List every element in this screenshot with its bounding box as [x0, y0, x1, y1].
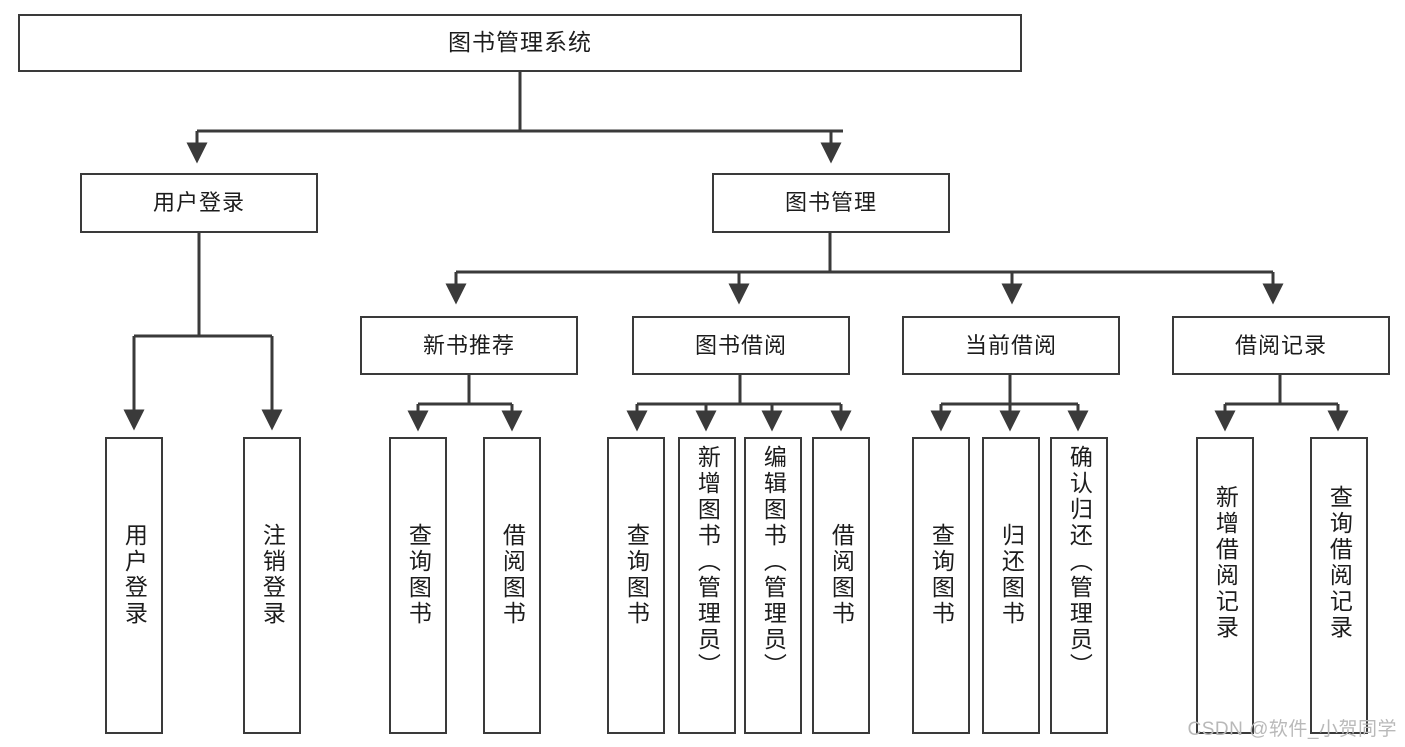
leaf-label: 归还图书 — [998, 523, 1025, 627]
leaf-label: 注销登录 — [259, 523, 286, 627]
leaf-label: 查询借阅记录 — [1326, 485, 1353, 641]
watermark-csdn: CSDN @软件_小贺同学 — [1187, 719, 1397, 740]
leaf-query-book-borrow[interactable]: 查询图书 — [607, 437, 665, 734]
node-book-borrow[interactable]: 图书借阅 — [632, 316, 850, 375]
node-label: 当前借阅 — [964, 332, 1057, 358]
leaf-add-borrow-record[interactable]: 新增借阅记录 — [1196, 437, 1254, 734]
leaf-label: 借阅图书 — [499, 523, 526, 627]
leaf-label: 编辑图书（管理员） — [760, 445, 787, 679]
leaf-label: 借阅图书 — [828, 523, 855, 627]
leaf-borrow-book-new[interactable]: 借阅图书 — [483, 437, 541, 734]
node-new-book-recommend[interactable]: 新书推荐 — [360, 316, 578, 375]
node-label: 新书推荐 — [422, 332, 515, 358]
leaf-label: 新增图书（管理员） — [694, 445, 721, 679]
node-current-borrow[interactable]: 当前借阅 — [902, 316, 1120, 375]
leaf-label: 新增借阅记录 — [1212, 485, 1239, 641]
node-label: 用户登录 — [152, 190, 245, 216]
leaf-query-borrow-record[interactable]: 查询借阅记录 — [1310, 437, 1368, 734]
leaf-label: 查询图书 — [623, 523, 650, 627]
node-user-login[interactable]: 用户登录 — [80, 173, 318, 233]
node-label: 借阅记录 — [1234, 332, 1327, 358]
leaf-label: 查询图书 — [928, 523, 955, 627]
leaf-user-login[interactable]: 用户登录 — [105, 437, 163, 734]
leaf-label: 确认归还（管理员） — [1066, 445, 1093, 679]
node-label: 图书管理 — [784, 190, 877, 216]
node-root-book-management-system[interactable]: 图书管理系统 — [18, 14, 1022, 72]
leaf-label: 用户登录 — [121, 523, 148, 627]
node-label: 图书借阅 — [694, 332, 787, 358]
leaf-query-book-new[interactable]: 查询图书 — [389, 437, 447, 734]
node-label: 图书管理系统 — [448, 29, 592, 56]
leaf-confirm-return-admin[interactable]: 确认归还（管理员） — [1050, 437, 1108, 734]
leaf-add-book-admin[interactable]: 新增图书（管理员） — [678, 437, 736, 734]
leaf-borrow-book[interactable]: 借阅图书 — [812, 437, 870, 734]
leaf-label: 查询图书 — [405, 523, 432, 627]
leaf-query-book-current[interactable]: 查询图书 — [912, 437, 970, 734]
node-borrow-record[interactable]: 借阅记录 — [1172, 316, 1390, 375]
leaf-return-book[interactable]: 归还图书 — [982, 437, 1040, 734]
leaf-edit-book-admin[interactable]: 编辑图书（管理员） — [744, 437, 802, 734]
node-book-management[interactable]: 图书管理 — [712, 173, 950, 233]
leaf-logout[interactable]: 注销登录 — [243, 437, 301, 734]
